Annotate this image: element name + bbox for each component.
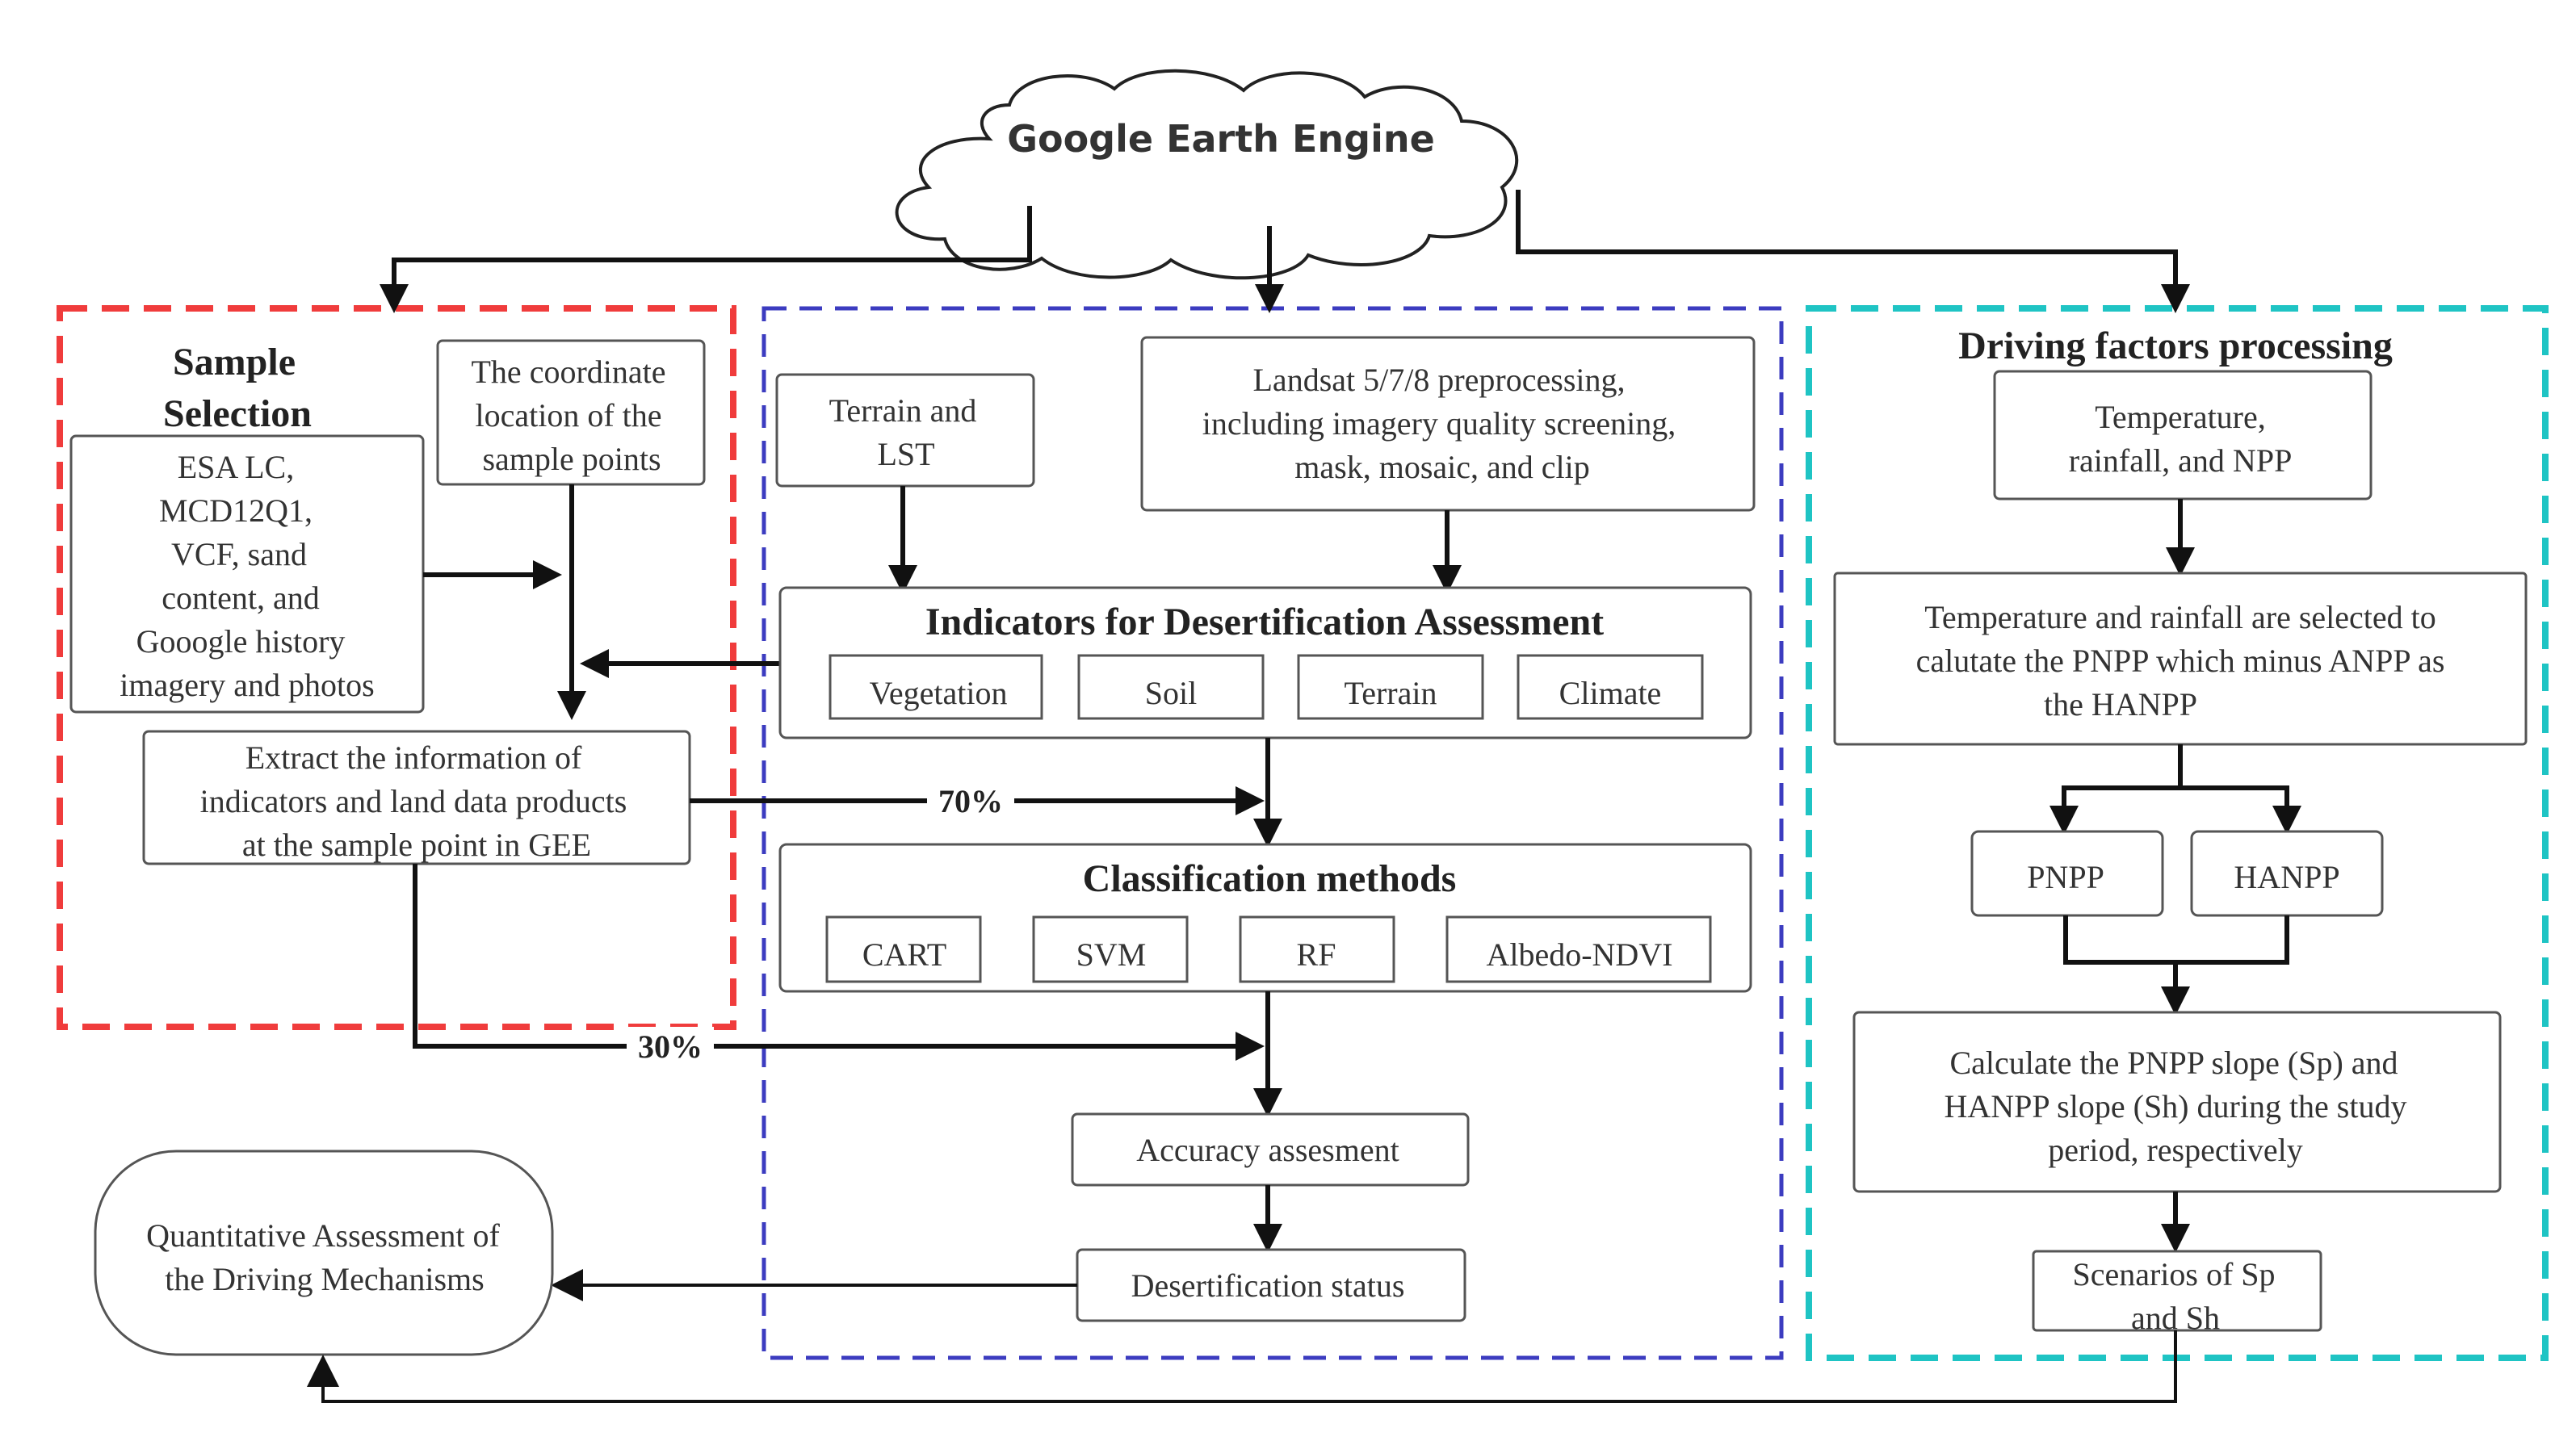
extract-line: Extract the information of (245, 739, 582, 776)
landsat-line: Landsat 5/7/8 preprocessing, (1253, 362, 1626, 398)
cloud-to-driving-arrow (1516, 190, 2190, 313)
method-svm-label: SVM (1076, 936, 1147, 973)
train-label-bg (927, 781, 1014, 820)
quant-line: the Driving Mechanisms (165, 1261, 485, 1297)
method-cart-label: CART (862, 936, 946, 973)
train-split-label: 70% (938, 783, 1003, 819)
data-source-line: MCD12Q1, (159, 492, 313, 529)
pnpp-join-line (2063, 915, 2289, 965)
indicator-vegetation-box (829, 654, 1043, 720)
selection-line: calutate the PNPP which minus ANPP as (1916, 643, 2445, 679)
terrain-lst-line: LST (877, 436, 934, 472)
indicator-climate-box (1517, 654, 1704, 720)
landsat-line: mask, mosaic, and clip (1294, 449, 1589, 485)
indicator-soil-label: Soil (1145, 675, 1197, 711)
method-rf-box (1239, 915, 1395, 983)
method-albedo-ndvi-box (1445, 915, 1712, 983)
cloud-to-sample-arrow (380, 206, 1032, 313)
cloud-title: Google Earth Engine (1007, 117, 1435, 161)
data-source-line: VCF, sand (171, 536, 307, 572)
coordinate-line: sample points (482, 441, 661, 477)
selection-line: the HANPP (2044, 686, 2197, 722)
sample-selection-title-line2: Selection (163, 392, 312, 435)
indicator-soil-box (1077, 654, 1265, 720)
slope-line: Calculate the PNPP slope (Sp) and (1949, 1045, 2398, 1081)
driving-inputs-box (1993, 370, 2373, 501)
accuracy-label: Accuracy assesment (1136, 1132, 1399, 1168)
slope-line: period, respectively (2048, 1132, 2302, 1168)
indicator-vegetation-label: Vegetation (869, 675, 1007, 711)
scenarios-line: and Sh (2131, 1300, 2220, 1336)
driving-title: Driving factors processing (1958, 325, 2393, 367)
terrain-lst-line: Terrain and (829, 392, 977, 429)
driving-inputs-line: Temperature, (2095, 399, 2266, 435)
data-source-line: ESA LC, (178, 449, 294, 485)
method-cart-box (825, 915, 982, 983)
data-source-line: imagery and photos (120, 667, 375, 703)
fork-to-pnpp-arrow (2049, 785, 2180, 835)
quant-line: Quantitative Assessment of (146, 1217, 500, 1254)
driving-inputs-line: rainfall, and NPP (2069, 442, 2293, 479)
sample-selection-title-line1: Sample (173, 341, 296, 383)
slope-line: HANPP slope (Sh) during the study (1945, 1088, 2407, 1125)
scenarios-to-quant-arrow (307, 1330, 2177, 1403)
method-svm-box (1032, 915, 1189, 983)
coordinate-line: The coordinate (472, 354, 666, 390)
pnpp-label: PNPP (2027, 859, 2104, 895)
hanpp-label: HANPP (2234, 859, 2339, 895)
landsat-line: including imagery quality screening, (1202, 405, 1676, 442)
method-albedo-ndvi-label: Albedo-NDVI (1486, 936, 1672, 973)
test-label-bg (627, 1027, 714, 1066)
scenarios-line: Scenarios of Sp (2072, 1256, 2275, 1292)
methods-title: Classification methods (1083, 857, 1457, 900)
selection-line: Temperature and rainfall are selected to (1924, 599, 2436, 635)
indicators-title: Indicators for Desertification Assessmen… (925, 601, 1604, 643)
indicator-terrain-label: Terrain (1345, 675, 1437, 711)
data-source-line: content, and (162, 580, 320, 616)
extract-line: at the sample point in GEE (242, 827, 591, 863)
fork-to-hanpp-arrow (2180, 785, 2301, 835)
coordinate-line: location of the (475, 397, 661, 434)
status-label: Desertification status (1131, 1267, 1405, 1304)
google-earth-engine-cloud: Google Earth Engine (895, 69, 1519, 280)
indicator-climate-label: Climate (1559, 675, 1662, 711)
test-split-arrow (413, 864, 1265, 1061)
indicator-terrain-box (1297, 654, 1484, 720)
data-source-line: Gooogle history (136, 623, 346, 660)
test-split-label: 30% (638, 1028, 703, 1065)
method-rf-label: RF (1297, 936, 1336, 973)
extract-line: indicators and land data products (200, 783, 627, 819)
